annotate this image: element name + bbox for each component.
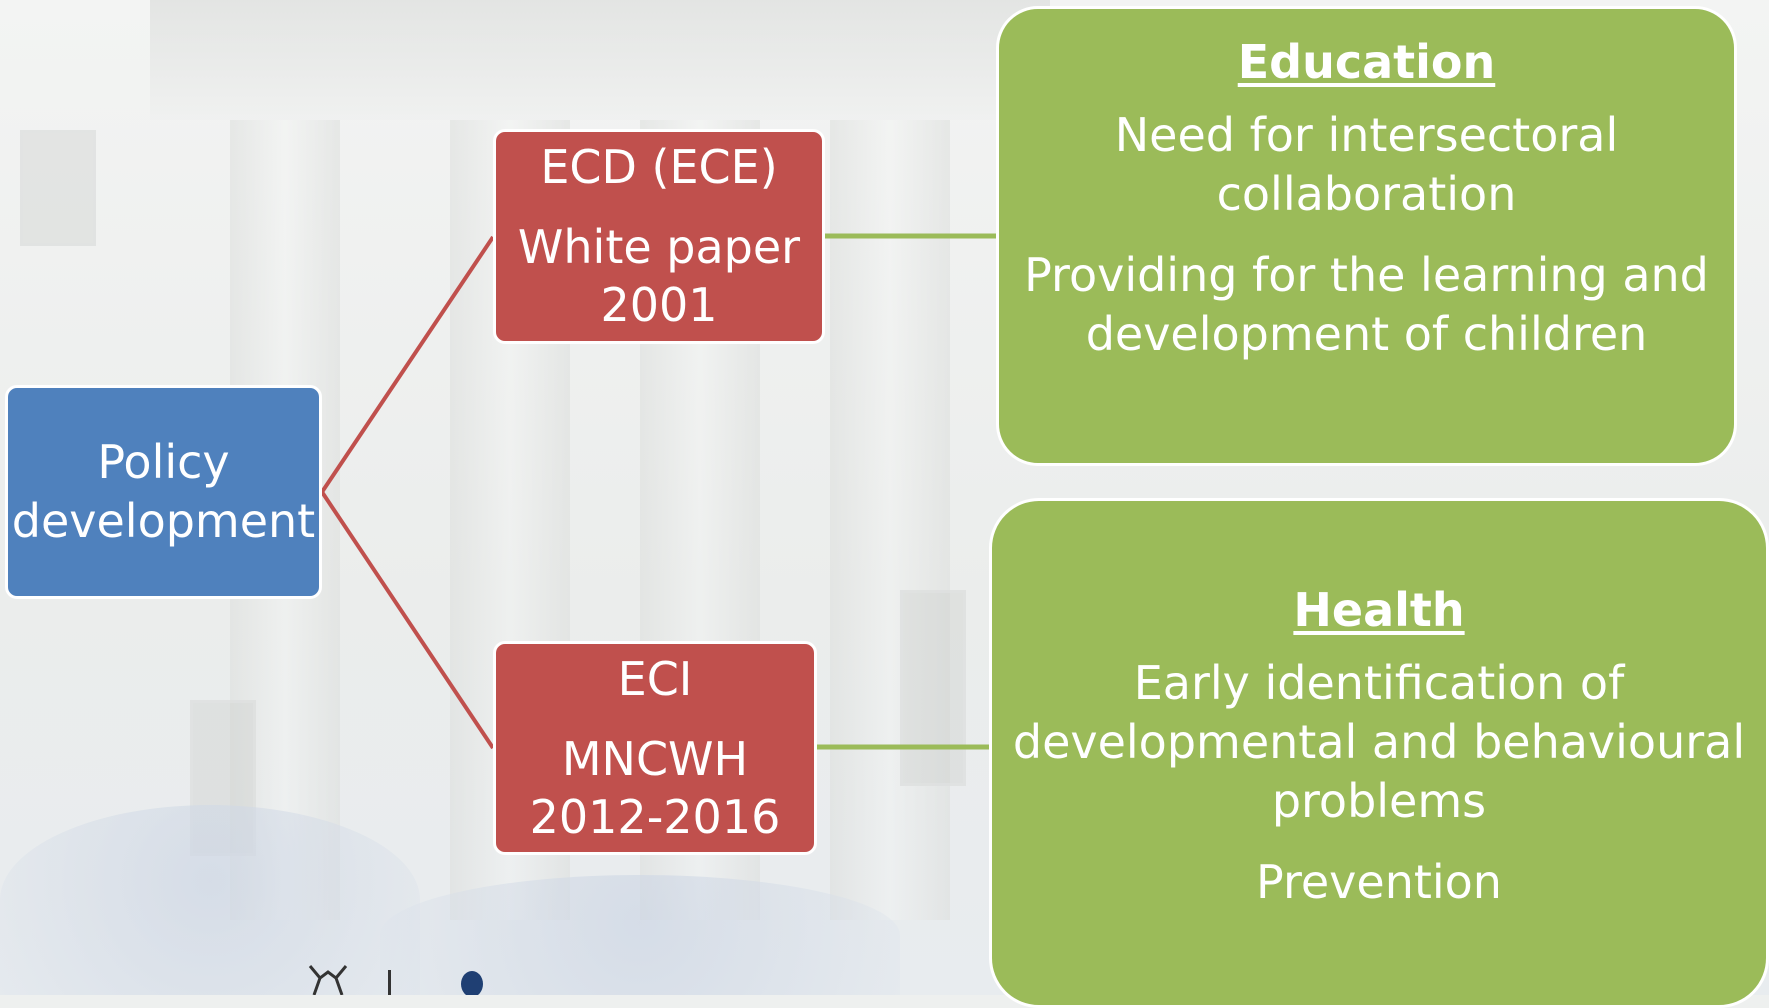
ecd-subtitle-line: 2001	[600, 278, 718, 332]
root-label-line: development	[11, 494, 316, 548]
policy-development-node: Policy development	[5, 385, 322, 599]
connector-root-to-ecd	[320, 235, 495, 494]
connector-root-to-eci	[320, 490, 495, 750]
paragraph-line: developmental and behavioural	[1012, 715, 1746, 769]
building-column	[830, 120, 950, 920]
education-heading: Education	[1237, 35, 1496, 89]
education-paragraph: Providing for the learning and developme…	[1024, 246, 1709, 364]
education-node: Education Need for intersectoral collabo…	[996, 6, 1737, 466]
building-window	[20, 130, 96, 246]
logo-silhouette-icon	[308, 965, 483, 995]
root-label-line: Policy	[97, 435, 230, 489]
paragraph-line: Need for intersectoral	[1114, 108, 1619, 162]
eci-node: ECI MNCWH 2012-2016	[493, 641, 817, 855]
ecd-node: ECD (ECE) White paper 2001	[493, 129, 825, 344]
health-heading: Health	[1293, 583, 1465, 637]
building-pediment	[150, 0, 1050, 120]
eci-subtitle-line: 2012-2016	[529, 790, 781, 844]
ecd-subtitle-line: White paper	[517, 220, 801, 274]
paragraph-line: problems	[1271, 774, 1487, 828]
education-paragraph: Need for intersectoral collaboration	[1115, 106, 1619, 224]
paragraph-line: Prevention	[1256, 855, 1502, 909]
eci-subtitle-line: MNCWH	[561, 732, 749, 786]
paragraph-line: development of children	[1085, 307, 1648, 361]
health-paragraph: Prevention	[1256, 853, 1502, 912]
paragraph-line: Providing for the learning and	[1024, 248, 1709, 302]
building-window	[900, 590, 966, 786]
shrub	[0, 805, 420, 995]
paragraph-line: collaboration	[1216, 167, 1517, 221]
paragraph-line: Early identification of	[1133, 656, 1625, 710]
eci-title: ECI	[617, 652, 693, 706]
health-paragraph: Early identification of developmental an…	[1013, 654, 1745, 831]
health-node: Health Early identification of developme…	[989, 498, 1769, 1008]
ecd-title: ECD (ECE)	[540, 140, 778, 194]
